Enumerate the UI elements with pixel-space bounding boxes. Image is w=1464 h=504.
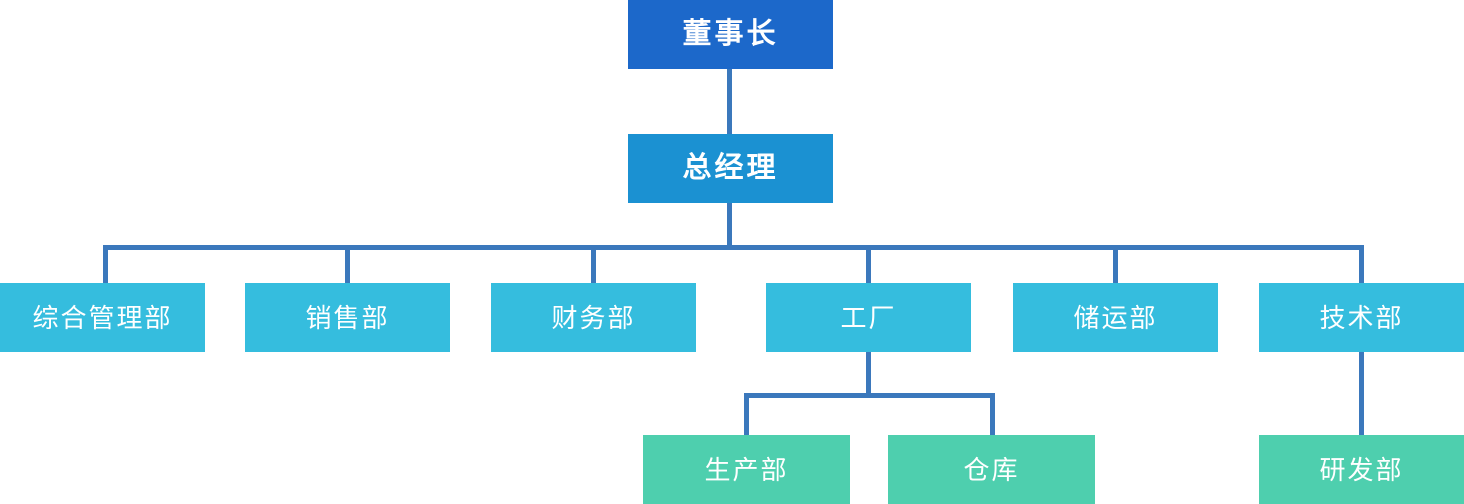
node-technology-dept[interactable]: 技术部 [1259, 283, 1464, 352]
connector-drop-factory [866, 245, 871, 283]
connector-drop-finance-dept [591, 245, 596, 283]
node-general-admin-dept[interactable]: 综合管理部 [0, 283, 205, 352]
node-general-manager[interactable]: 总经理 [628, 134, 833, 203]
node-sales-dept[interactable]: 销售部 [245, 283, 450, 352]
node-label-general-manager: 总经理 [682, 152, 779, 184]
connector-drop-general-admin-dept [103, 245, 108, 283]
node-label-technology-dept: 技术部 [1319, 302, 1404, 333]
connector-technology-dept-to-rnd-dept [1359, 352, 1364, 435]
node-rnd-dept[interactable]: 研发部 [1259, 435, 1464, 504]
node-storage-transport-dept[interactable]: 储运部 [1013, 283, 1218, 352]
node-chairman[interactable]: 董事长 [628, 0, 833, 69]
node-finance-dept[interactable]: 财务部 [491, 283, 696, 352]
connector-level3-bus [103, 245, 1364, 250]
node-label-chairman: 董事长 [682, 18, 779, 50]
connector-drop-storage-transport-dept [1113, 245, 1118, 283]
node-factory[interactable]: 工厂 [766, 283, 971, 352]
node-label-factory: 工厂 [840, 302, 897, 333]
connector-factory-stem [866, 352, 871, 395]
connector-drop-warehouse [990, 393, 995, 435]
connector-drop-sales-dept [345, 245, 350, 283]
node-label-production-dept: 生产部 [704, 454, 789, 485]
node-label-warehouse: 仓库 [963, 454, 1020, 485]
connector-factory-bus [744, 393, 995, 398]
node-production-dept[interactable]: 生产部 [643, 435, 850, 504]
node-label-finance-dept: 财务部 [551, 302, 636, 333]
connector-chairman-to-general-manager [727, 69, 732, 134]
connector-drop-technology-dept [1359, 245, 1364, 283]
node-label-rnd-dept: 研发部 [1319, 454, 1404, 485]
connector-drop-production-dept [744, 393, 749, 435]
node-warehouse[interactable]: 仓库 [888, 435, 1095, 504]
node-label-general-admin-dept: 综合管理部 [32, 302, 173, 333]
node-label-storage-transport-dept: 储运部 [1073, 302, 1158, 333]
node-label-sales-dept: 销售部 [305, 302, 390, 333]
connector-general-manager-stem [727, 203, 732, 247]
